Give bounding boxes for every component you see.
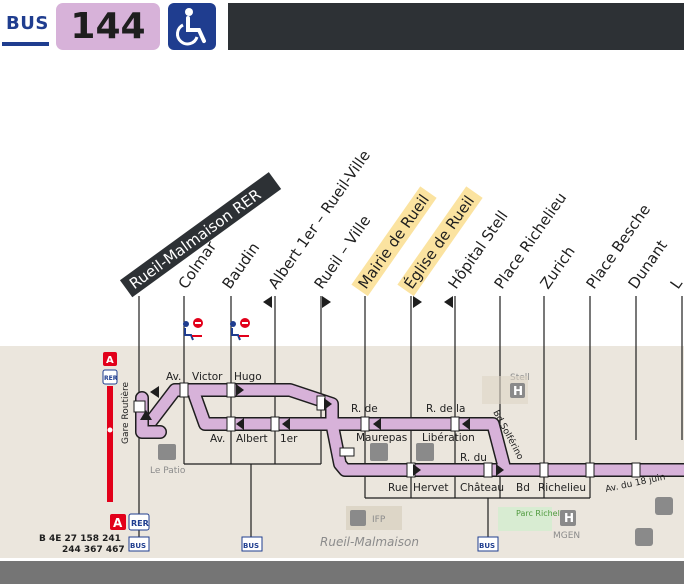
street-av-2: Av. (210, 433, 225, 445)
svg-text:BUS: BUS (479, 542, 495, 550)
poi-le-patio: Le Patio (150, 444, 186, 476)
rer-a-line: A RER (102, 352, 118, 502)
town-label: Rueil-Malmaison (320, 535, 419, 549)
street-hervet: Hervet (413, 482, 448, 494)
wheelchair-icon (168, 3, 216, 50)
wheelchair-noentry-icon (183, 318, 203, 341)
header-band (228, 3, 684, 50)
route-tube (135, 383, 684, 477)
street-chateau: Château (460, 482, 504, 494)
bus-lines-2: 244 367 467 (62, 545, 125, 555)
svg-text:BUS: BUS (243, 542, 259, 550)
stadium-icon (655, 497, 673, 515)
line-number-badge: 144 (56, 3, 160, 50)
rer-a-badge-top: A (106, 355, 114, 366)
svg-text:Parc Richelieu: Parc Richelieu (516, 509, 572, 518)
arrow-left-icon (444, 296, 453, 308)
bus-mode-label: BUS (6, 13, 49, 34)
footer-band (0, 561, 684, 584)
stop-label-zurich: Zurich (537, 243, 579, 293)
street-gare-routiere: Gare Routière (120, 381, 131, 444)
factory-icon (350, 510, 366, 526)
bus-lines-1: B 4E 27 158 241 (39, 534, 121, 544)
stadium-icon (635, 528, 653, 546)
svg-text:IFP: IFP (372, 515, 386, 525)
wheelchair-noentry-icon (230, 318, 250, 341)
svg-text:H: H (564, 511, 574, 525)
bus-connection-albert: BUS (241, 536, 263, 552)
street-albert: Albert (236, 433, 268, 445)
street-1er: 1er (280, 433, 298, 445)
street-rue: Rue (388, 482, 408, 494)
street-r-du: R. du (460, 452, 487, 464)
rer-a-badge: A (113, 516, 123, 530)
rer-badge: RER (131, 519, 149, 528)
tube-direction-arrows (140, 384, 504, 476)
shopping-basket-icon (158, 444, 176, 460)
church-icon (416, 443, 434, 461)
svg-text:MGEN: MGEN (553, 531, 580, 541)
arrow-right-icon (413, 296, 422, 308)
direction-arrows (263, 296, 453, 308)
svg-text:Le Patio: Le Patio (150, 466, 186, 476)
street-r-de-la: R. de la (426, 403, 465, 415)
poi-parc-richelieu: Parc Richelieu (498, 507, 572, 531)
bus-connection-chateau: BUS (477, 536, 499, 552)
poi-mgen: H MGEN (553, 510, 580, 541)
bus-mode-underline (2, 42, 49, 46)
bus-mode-logo: BUS (0, 4, 51, 48)
poi-mairie-icons (370, 443, 434, 461)
poi-stell: Stell H (482, 373, 530, 404)
street-liberation: Libération (422, 432, 475, 444)
terminus-label: Rueil-Malmaison RER (119, 172, 282, 298)
book-icon (370, 443, 388, 461)
street-av: Av. (166, 371, 181, 383)
bus-badge: BUS (130, 542, 146, 550)
hospital-icon (510, 383, 525, 398)
poi-stadium-icons (635, 497, 673, 546)
rer-badge-top: RER (104, 375, 118, 382)
arrow-left-icon (263, 296, 272, 308)
street-victor: Victor (192, 371, 223, 383)
street-hugo: Hugo (234, 371, 262, 383)
arrow-right-icon (322, 296, 331, 308)
street-maurepas: Maurepas (356, 432, 407, 444)
street-bd: Bd (516, 482, 530, 494)
street-r-de: R. de (351, 403, 378, 415)
poi-ifp: IFP (346, 506, 402, 530)
street-richelieu: Richelieu (538, 482, 586, 494)
terminus-connections: A RER BUS B 4E 27 158 241 244 367 467 (39, 513, 150, 555)
svg-text:H: H (513, 384, 523, 398)
hospital-icon (560, 510, 576, 526)
stop-label-baudin: Baudin (219, 239, 264, 292)
stop-label-dunant: Dunant (625, 237, 671, 293)
stop-label-l: L (667, 275, 684, 293)
